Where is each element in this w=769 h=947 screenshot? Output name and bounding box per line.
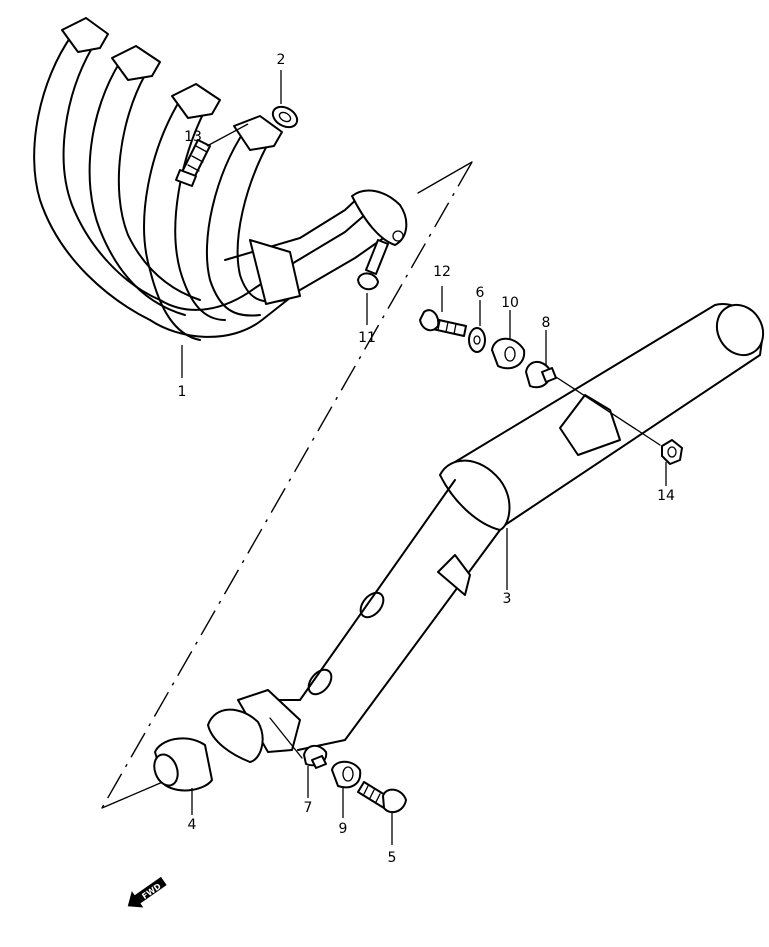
label-part-3: 3 bbox=[503, 591, 512, 607]
part-7-collar bbox=[303, 744, 328, 798]
assembly-boundary bbox=[101, 161, 473, 809]
label-part-4: 4 bbox=[188, 817, 197, 833]
assembly-axis-lines bbox=[269, 376, 661, 759]
label-part-8: 8 bbox=[542, 315, 551, 331]
label-part-5: 5 bbox=[388, 850, 397, 866]
part-12-bolt bbox=[419, 286, 467, 337]
part-6-washer bbox=[468, 300, 486, 353]
label-part-1: 1 bbox=[178, 384, 187, 400]
part-5-bolt bbox=[357, 781, 407, 845]
part-3-muffler bbox=[207, 303, 765, 763]
part-2-gasket bbox=[271, 70, 299, 129]
part-14-nut bbox=[661, 439, 683, 486]
part-labels: 1 2 3 4 5 6 7 8 9 10 11 12 13 14 bbox=[178, 52, 675, 866]
part-10-cushion bbox=[491, 310, 526, 370]
fwd-badge: FWD bbox=[127, 876, 167, 908]
label-part-11: 11 bbox=[358, 330, 376, 346]
fwd-arrow-icon bbox=[127, 876, 167, 908]
part-13-stud-bolt bbox=[175, 123, 249, 187]
label-part-12: 12 bbox=[433, 264, 451, 280]
label-part-7: 7 bbox=[304, 800, 313, 816]
label-part-2: 2 bbox=[277, 52, 286, 68]
part-1-exhaust-header bbox=[33, 17, 408, 378]
label-part-6: 6 bbox=[476, 285, 485, 301]
label-part-13: 13 bbox=[184, 129, 202, 145]
part-9-cushion bbox=[331, 760, 362, 818]
label-part-14: 14 bbox=[657, 488, 675, 504]
part-4-sleeve bbox=[153, 737, 213, 815]
label-part-10: 10 bbox=[501, 295, 519, 311]
label-part-9: 9 bbox=[339, 821, 348, 837]
part-8-collar bbox=[525, 330, 557, 389]
part-11-bolt bbox=[357, 239, 389, 325]
